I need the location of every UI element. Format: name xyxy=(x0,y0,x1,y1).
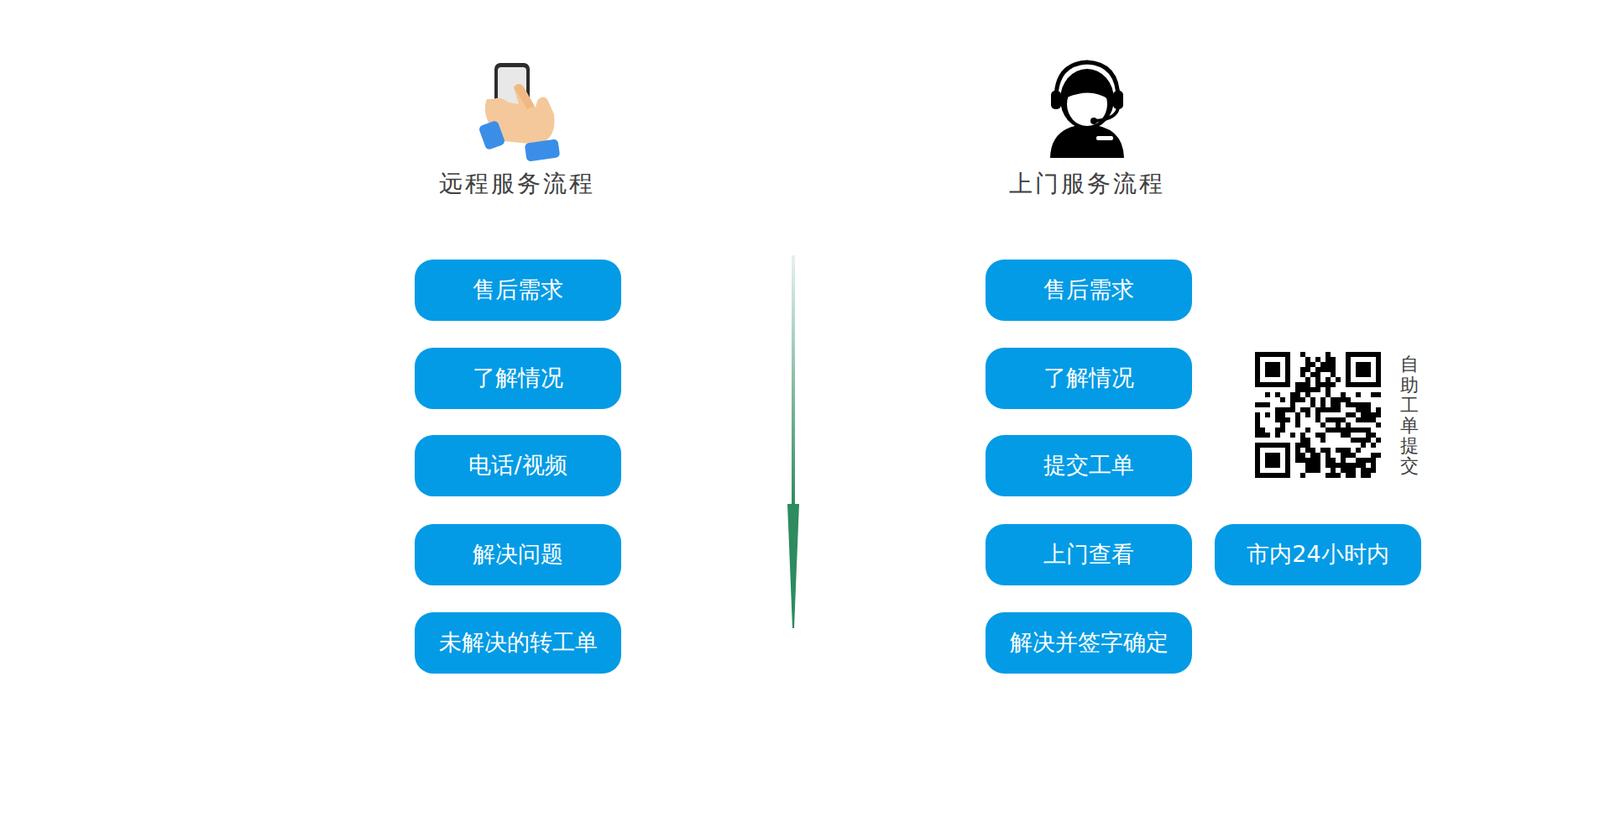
box-text: 提交工单 xyxy=(1043,451,1135,479)
box-text: 解决并签字确定 xyxy=(1009,628,1169,656)
timeline-arrow xyxy=(787,255,800,628)
process-box: 电话/视频 xyxy=(414,434,622,497)
process-box: 未解决的转工单 xyxy=(414,611,622,674)
vertical-caption: 自助工单提交 xyxy=(1400,354,1419,476)
box-text: 未解决的转工单 xyxy=(439,628,598,656)
process-box: 上门查看 xyxy=(985,523,1193,586)
section-title: 上门服务流程 xyxy=(1009,167,1166,200)
process-box: 市内24小时内 xyxy=(1214,523,1422,586)
box-text: 售后需求 xyxy=(472,276,564,304)
process-box: 解决问题 xyxy=(414,523,622,586)
box-text: 上门查看 xyxy=(1043,540,1135,568)
box-text: 售后需求 xyxy=(1043,276,1135,304)
phone-hand-icon xyxy=(478,62,561,163)
process-box: 售后需求 xyxy=(985,259,1193,321)
box-text: 市内24小时内 xyxy=(1246,540,1389,568)
section-title: 远程服务流程 xyxy=(439,167,596,200)
box-text: 电话/视频 xyxy=(468,451,567,479)
process-box: 售后需求 xyxy=(414,259,622,321)
process-box: 解决并签字确定 xyxy=(985,611,1193,674)
box-text: 解决问题 xyxy=(472,540,564,568)
box-text: 了解情况 xyxy=(472,364,564,392)
box-text: 了解情况 xyxy=(1043,364,1135,392)
process-box: 了解情况 xyxy=(414,347,622,409)
process-box: 提交工单 xyxy=(985,434,1193,497)
qr-code xyxy=(1254,351,1381,478)
support-agent-icon xyxy=(1050,62,1125,158)
process-box: 了解情况 xyxy=(985,347,1193,409)
